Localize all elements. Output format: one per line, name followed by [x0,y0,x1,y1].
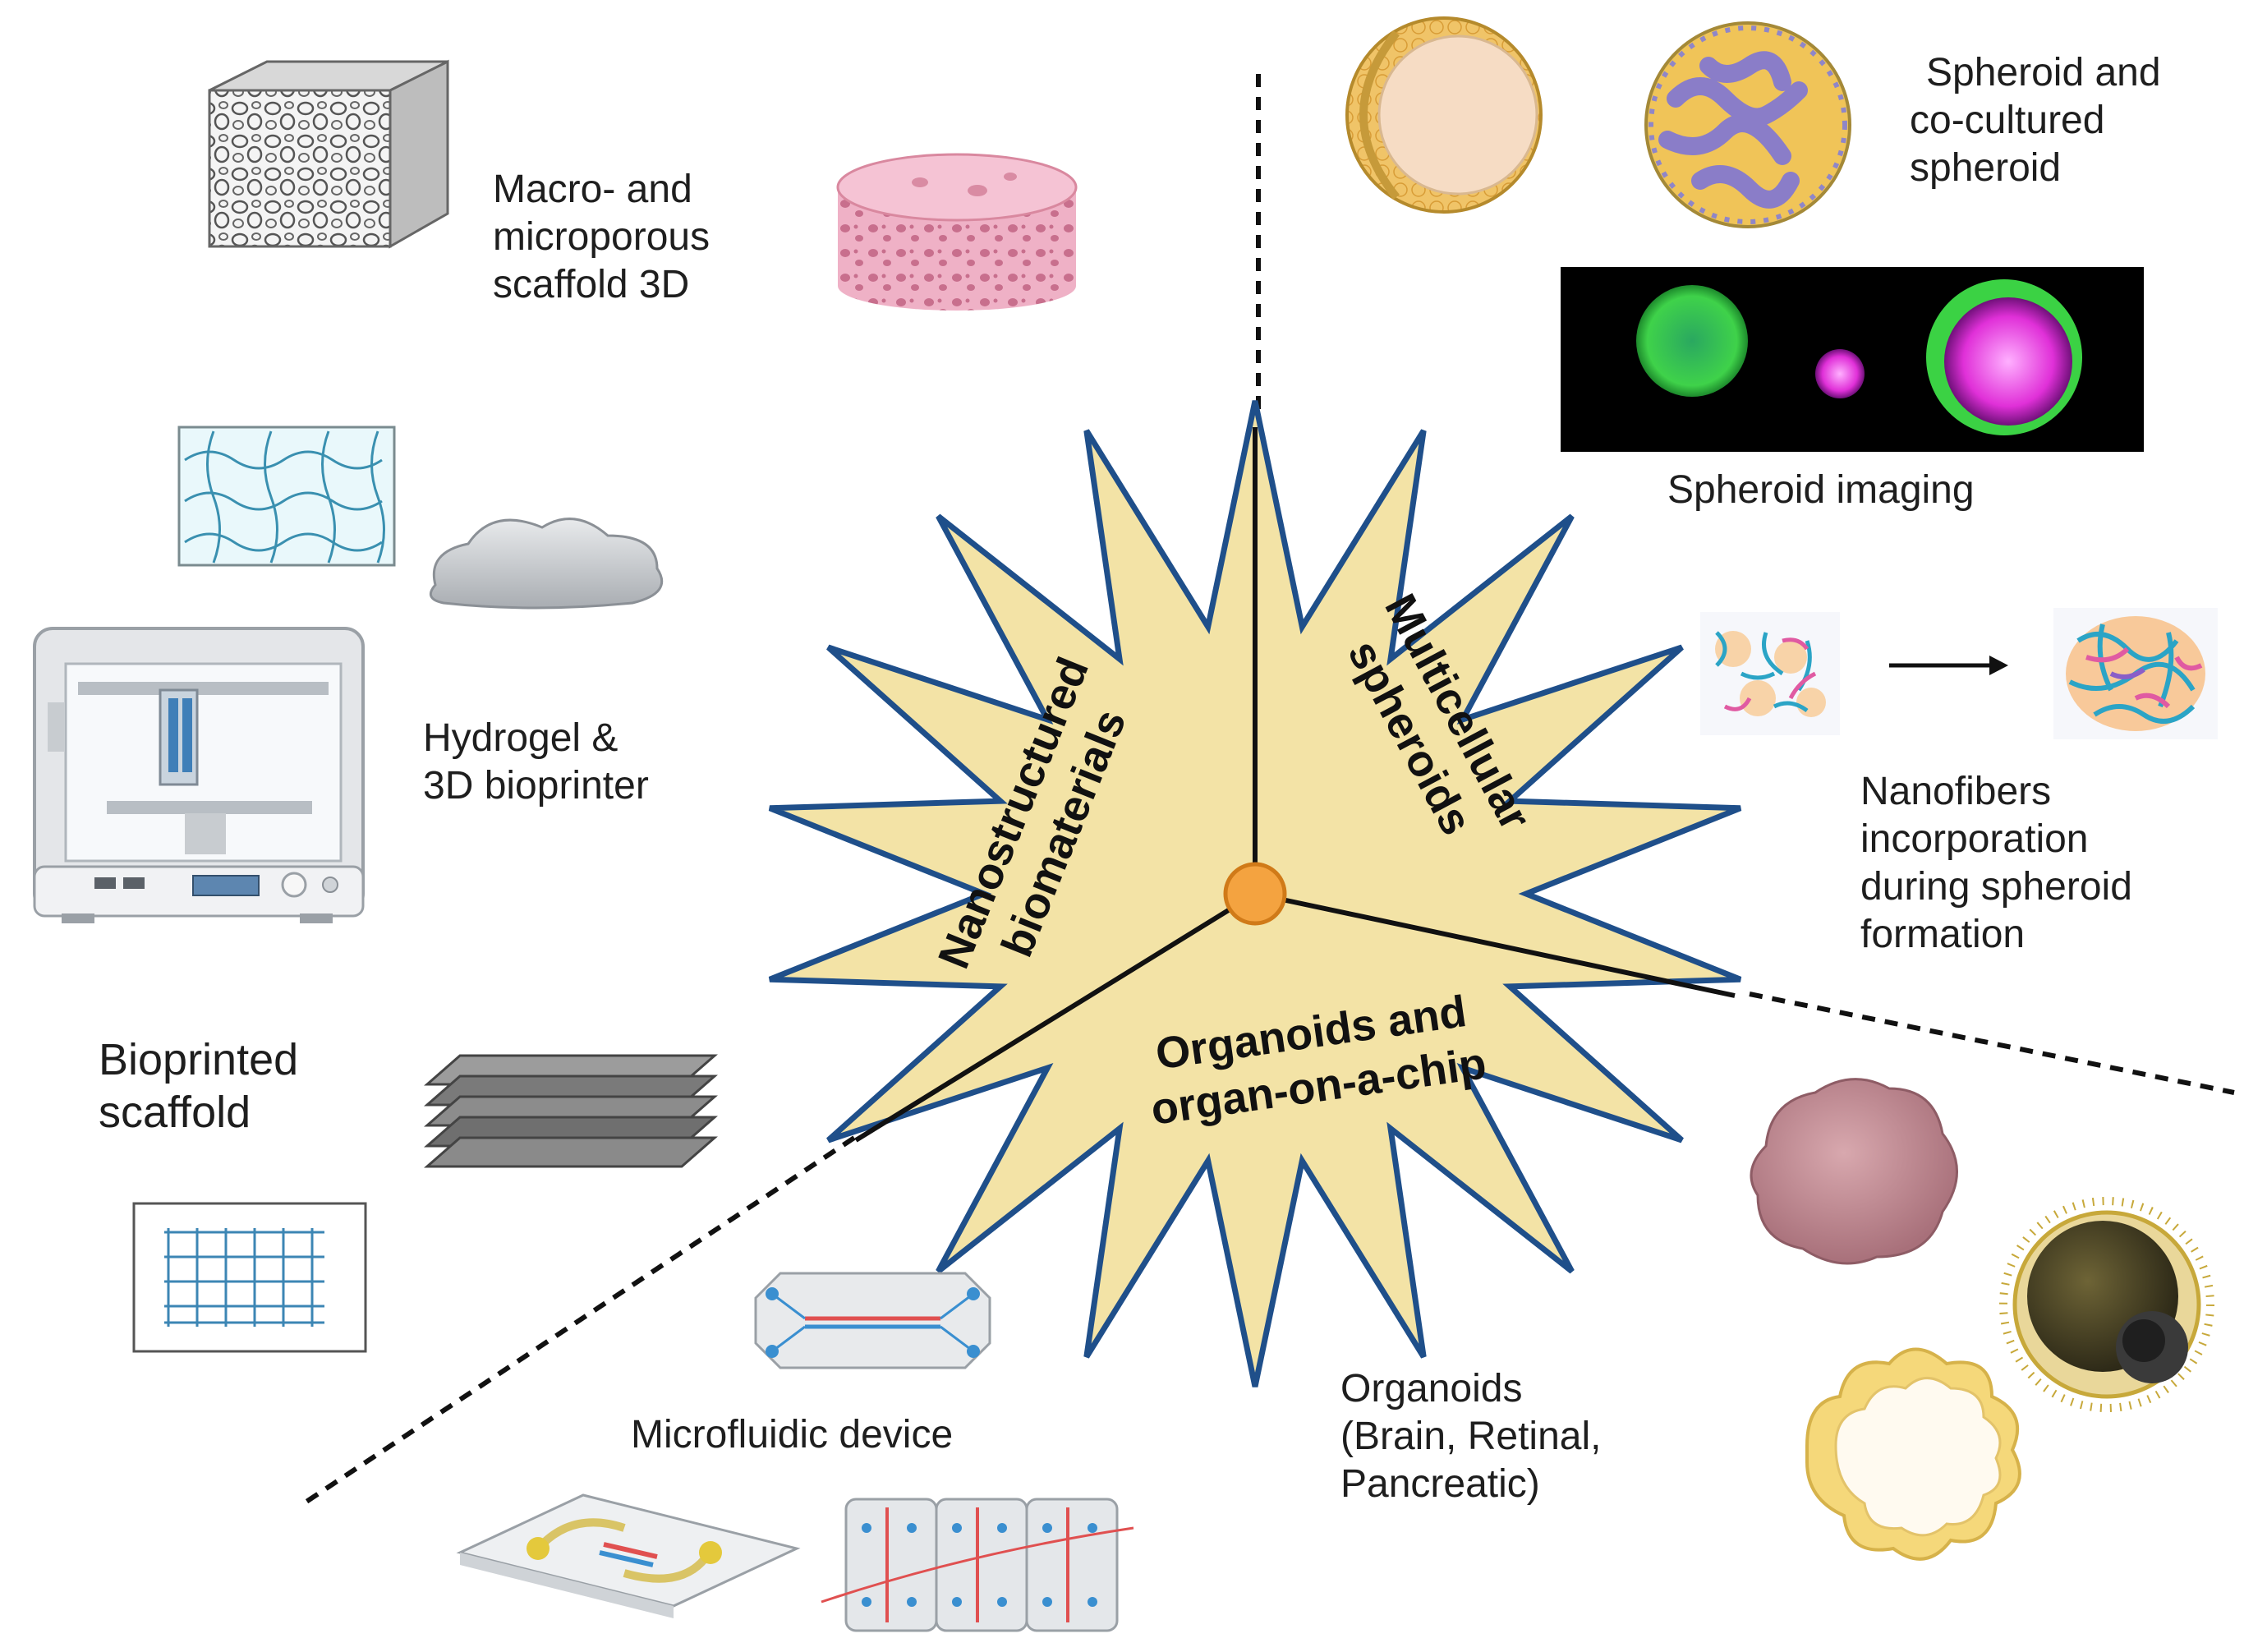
microfluidic-label: Microfluidic device [631,1413,954,1456]
nanofibers-line4: formation [1860,913,2026,956]
organoids-label: Organoids (Brain, Retinal, Pancreatic) [1340,1365,1601,1508]
brain-organoid-illustration [1750,1078,1958,1265]
nanofiber-after-illustration [2053,608,2218,739]
star-dividers [854,427,1736,1143]
hydrogel-blob-illustration [429,518,664,610]
hydrogel-bioprinter-line1: Hydrogel & [423,716,618,760]
cocultured-spheroid-illustration [1644,21,1851,228]
nanofibers-line3: during spheroid [1860,865,2132,909]
bioprinted-scaffold-line2: scaffold [99,1088,251,1137]
nanofibers-line2: incorporation [1860,817,2089,861]
nanofibers-label: Nanofibers incorporation during spheroid… [1860,768,2132,959]
organoids-line1: Organoids [1340,1367,1523,1410]
porous-cube-illustration [208,59,449,249]
macro-scaffold-line2: microporous [493,215,710,259]
separator-right [1749,992,2235,1095]
bioprinted-scaffold-line1: Bioprinted [99,1035,299,1084]
hydrogel-bioprinter-line2: 3D bioprinter [423,764,649,808]
spheroid-halfcut-illustration [1345,16,1543,214]
hydrogel-bioprinter-label: Hydrogel & 3D bioprinter [423,715,649,810]
hydrogel-network-illustration [177,426,396,567]
pancreatic-organoid-illustration [1805,1347,2021,1561]
organoids-line3: Pancreatic) [1340,1462,1540,1506]
bioprinter-illustration [33,627,365,923]
spheroid-imaging-panel [1561,267,2144,452]
grid-scaffold-illustration [132,1202,367,1353]
organoids-line2: (Brain, Retinal, [1340,1415,1602,1458]
spheroid-coculture-label: Spheroid and co-cultured spheroid [1910,49,2161,192]
nanofiber-before-illustration [1700,612,1840,735]
bioprinted-scaffold-illustration [424,1054,718,1168]
nanofibers-line1: Nanofibers [1860,770,2052,813]
nanofiber-arrowhead [1989,656,2008,675]
macro-scaffold-line1: Macro- and [493,168,692,211]
retinal-organoid-illustration [1999,1197,2214,1412]
macro-scaffold-label: Macro- and microporous scaffold 3D [493,166,710,309]
separator-left [302,1135,856,1506]
center-hub [1223,862,1287,926]
multi-chip-illustration [821,1498,1134,1632]
pink-porous-cylinder-illustration [836,153,1078,311]
spheroid-coculture-line3: spheroid [1910,146,2062,190]
spheroid-coculture-line2: co-cultured [1910,99,2105,142]
microfluidic-slide-illustration [456,1493,801,1618]
macro-scaffold-line3: scaffold 3D [493,263,690,306]
spheroid-coculture-line1: Spheroid and [1926,51,2161,94]
microfluidic-chip-illustration [754,1272,991,1369]
spheroid-imaging-label: Spheroid imaging [1667,468,1975,512]
bioprinted-scaffold-label: Bioprinted scaffold [99,1033,298,1139]
